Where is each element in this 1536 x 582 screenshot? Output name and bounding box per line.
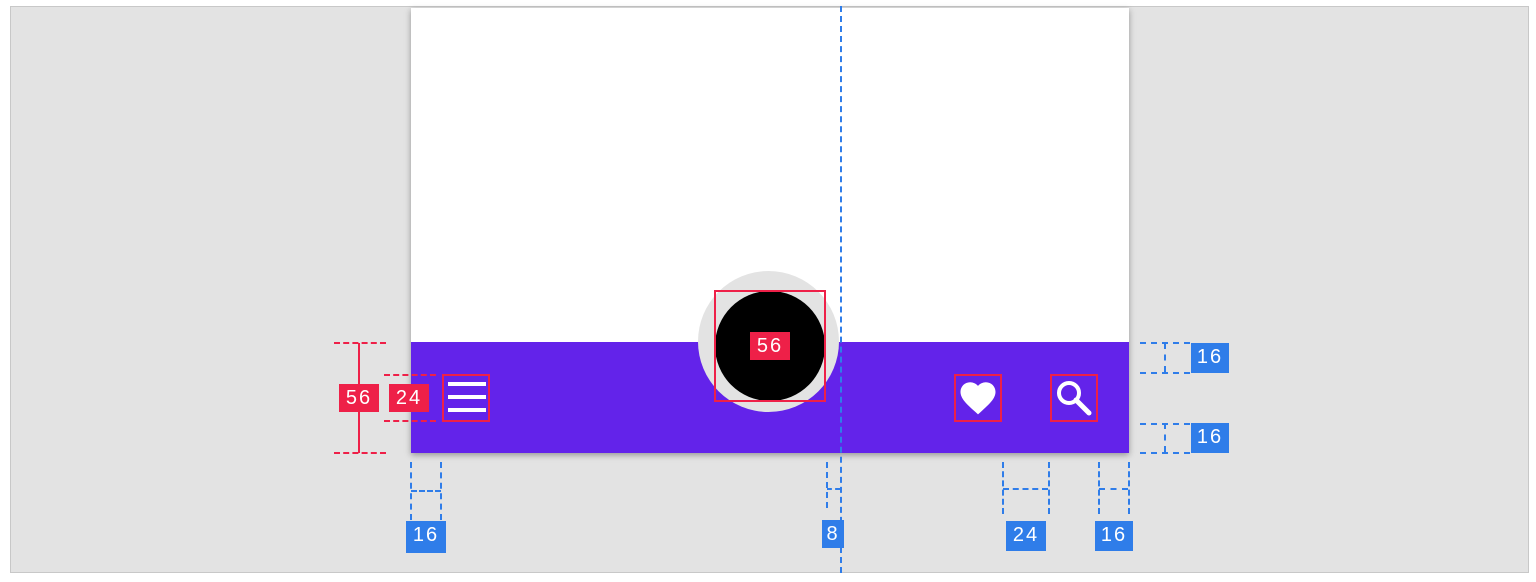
icon-top-guide — [384, 374, 436, 376]
heart-icon-outline — [954, 374, 1002, 422]
left-margin-guide-b — [440, 462, 442, 520]
fab-center-guide — [840, 6, 842, 573]
bottom-pad-guide-b — [1140, 452, 1190, 454]
fab-offset-label: 8 — [822, 520, 844, 548]
bottom-padding-label: 16 — [1191, 423, 1229, 453]
icon-spacing-guide-b — [1048, 462, 1050, 514]
menu-icon-outline — [442, 374, 490, 422]
icon-spacing-measure — [1003, 488, 1048, 490]
right-margin-guide-b — [1128, 462, 1130, 514]
left-margin-measure — [411, 490, 441, 492]
heart-icon[interactable] — [957, 377, 999, 419]
menu-icon[interactable] — [446, 380, 488, 414]
bar-bottom-guide — [334, 452, 386, 454]
bottom-pad-measure — [1164, 423, 1166, 452]
fab-size-outline — [714, 290, 826, 402]
fab-offset-measure — [827, 488, 840, 490]
bar-height-label: 56 — [339, 384, 379, 412]
top-pad-measure — [1164, 343, 1166, 372]
icon-spacing-label: 24 — [1006, 521, 1046, 551]
icon-bottom-guide — [384, 420, 436, 422]
left-margin-label: 16 — [406, 521, 446, 553]
icon-size-label: 24 — [389, 384, 429, 412]
right-margin-label: 16 — [1095, 521, 1133, 551]
fab-size-label: 56 — [750, 332, 790, 360]
search-icon-outline — [1050, 374, 1098, 422]
top-pad-guide-b — [1140, 372, 1190, 374]
right-margin-measure — [1099, 488, 1128, 490]
bar-top-guide — [334, 342, 386, 344]
fab-offset-guide — [826, 462, 828, 508]
top-padding-label: 16 — [1191, 343, 1229, 373]
search-icon[interactable] — [1053, 377, 1095, 419]
